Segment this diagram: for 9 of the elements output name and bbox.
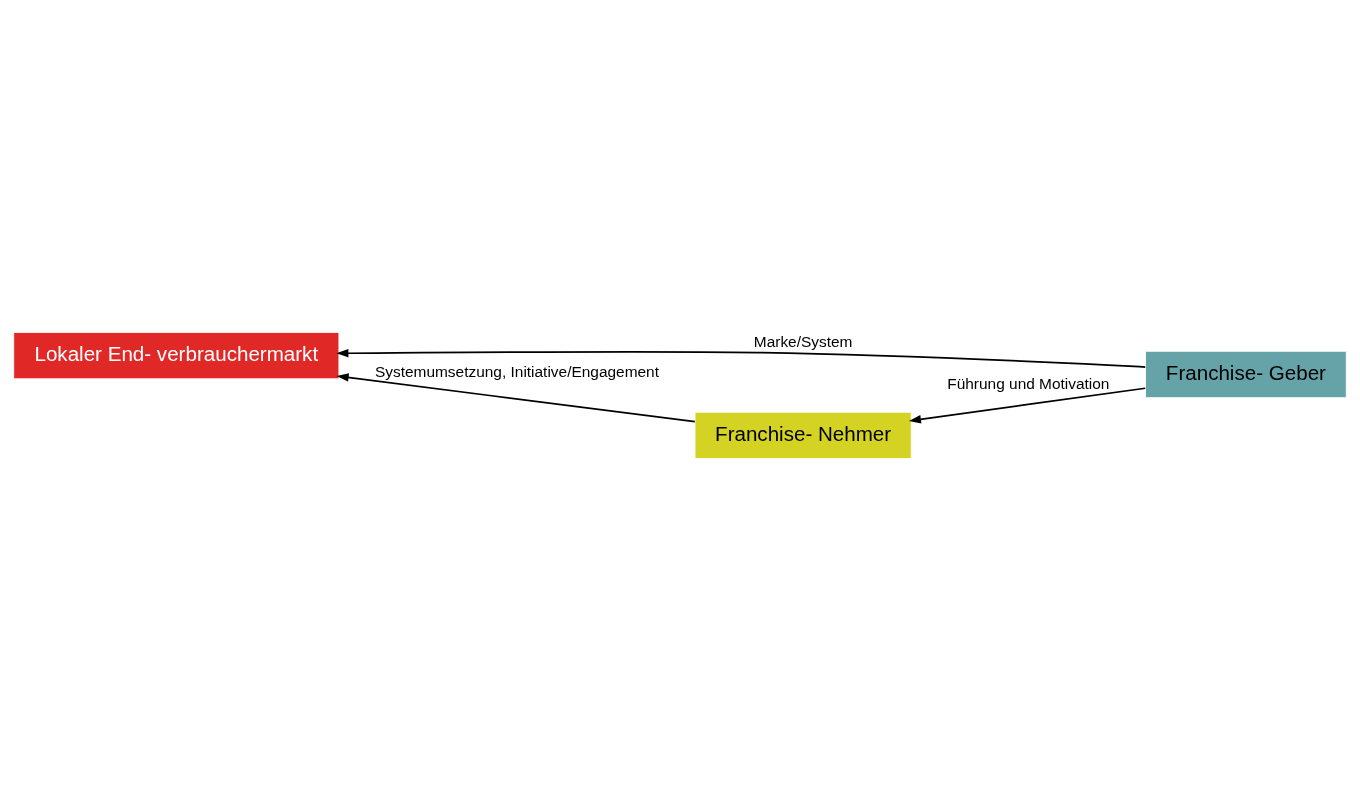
arrow — [336, 348, 1147, 368]
node-box: Franchise- Geber — [1145, 350, 1347, 398]
arrow — [336, 372, 696, 423]
arrow — [908, 386, 1147, 423]
node-box: Franchise- Nehmer — [694, 411, 912, 459]
edge-label: Führung und Motivation — [947, 374, 1110, 392]
edge-label: Marke/System — [753, 332, 853, 350]
edge-label: Systemumsetzung, Initiative/Engagement — [374, 362, 659, 380]
node-box: Lokaler End- verbrauchermarkt — [13, 331, 340, 379]
